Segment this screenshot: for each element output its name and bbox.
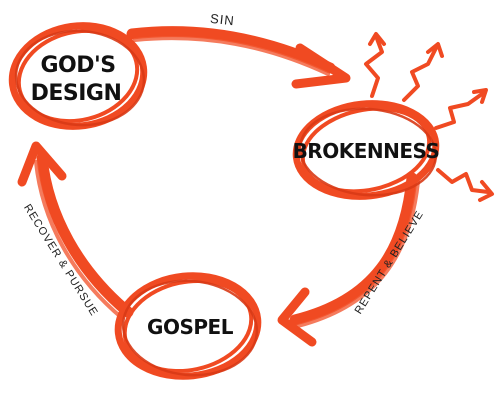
brokenness-label: BROKENNESS bbox=[293, 139, 440, 163]
edge-label-sin: SIN bbox=[209, 11, 235, 28]
zigzag-arrowhead bbox=[472, 88, 488, 104]
node-brokenness: BROKENNESS bbox=[293, 100, 440, 200]
zigzag-arrow bbox=[436, 168, 490, 194]
zigzag-arrowhead bbox=[426, 42, 444, 58]
zigzag-arrow bbox=[434, 92, 484, 130]
arrowhead-recover-pursue bbox=[17, 141, 67, 187]
arrow-repent-believe bbox=[277, 172, 420, 347]
zigzag-arrowhead bbox=[368, 32, 386, 46]
arrow-recover-pursue bbox=[17, 141, 134, 320]
zigzag-arrowhead bbox=[478, 180, 494, 202]
node-gods-design: GOD'S DESIGN bbox=[8, 22, 148, 130]
arrowhead-sin bbox=[291, 43, 351, 89]
zigzag-arrow bbox=[402, 46, 438, 102]
gods-design-label-line2: DESIGN bbox=[31, 81, 122, 106]
arrow-sin bbox=[126, 26, 351, 89]
node-gospel: GOSPEL bbox=[114, 272, 262, 380]
zigzag-arrow bbox=[364, 34, 384, 98]
gods-design-label-line1: GOD'S bbox=[40, 53, 115, 78]
zigzag-burst-arrows bbox=[364, 32, 494, 202]
edge-label-repent-believe: REPENT & BELIEVE bbox=[353, 208, 427, 316]
arrowhead-repent-believe bbox=[277, 287, 317, 347]
gospel-label: GOSPEL bbox=[147, 315, 234, 339]
